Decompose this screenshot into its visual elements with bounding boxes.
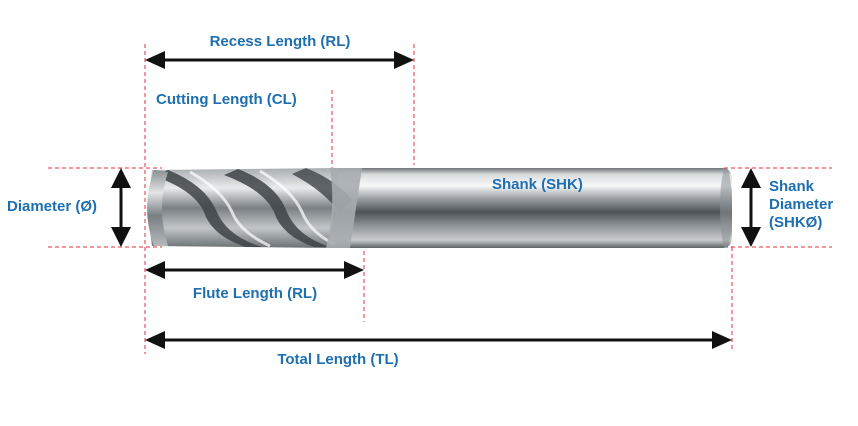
recess-length-arrowhead-left <box>145 51 165 69</box>
flute-length-arrowhead-left <box>145 261 165 279</box>
dimension-arrows <box>111 51 761 349</box>
flute-highlight-1 <box>189 170 271 248</box>
total-length-arrowhead-right <box>712 331 732 349</box>
diameter-label: Diameter (Ø) <box>7 198 98 215</box>
flute-1 <box>154 170 262 247</box>
shank-diameter-arrowhead-bottom <box>741 227 761 247</box>
cutting-length-label: Cutting Length (CL) <box>156 91 297 108</box>
shank-diameter-label-line1: Shank <box>769 178 815 195</box>
diameter-arrowhead-top <box>111 168 131 188</box>
recess-length-arrowhead-right <box>394 51 414 69</box>
shank-end-face <box>720 168 732 248</box>
flute-length-arrowhead-right <box>344 261 364 279</box>
shank-diameter-label-line2: Diameter <box>769 196 834 213</box>
recess-length-label: Recess Length (RL) <box>209 33 351 50</box>
shank-diameter-label: Shank Diameter (SHKØ) <box>769 178 833 232</box>
flute-highlight-2 <box>259 169 335 246</box>
shank-diameter-label-line3: (SHKØ) <box>769 214 823 231</box>
guide-lines <box>48 44 832 354</box>
cutting-tip <box>147 170 168 246</box>
shank-transition <box>326 168 362 248</box>
flute-2 <box>224 169 330 247</box>
total-length-label: Total Length (TL) <box>277 351 399 368</box>
end-mill-tool <box>147 168 732 248</box>
total-length-arrowhead-left <box>145 331 165 349</box>
diameter-arrowhead-bottom <box>111 227 131 247</box>
shank-diameter-arrowhead-top <box>741 168 761 188</box>
flute-length-label: Flute Length (RL) <box>192 285 318 302</box>
shank-label: Shank (SHK) <box>492 176 583 193</box>
shank-body <box>330 168 732 248</box>
